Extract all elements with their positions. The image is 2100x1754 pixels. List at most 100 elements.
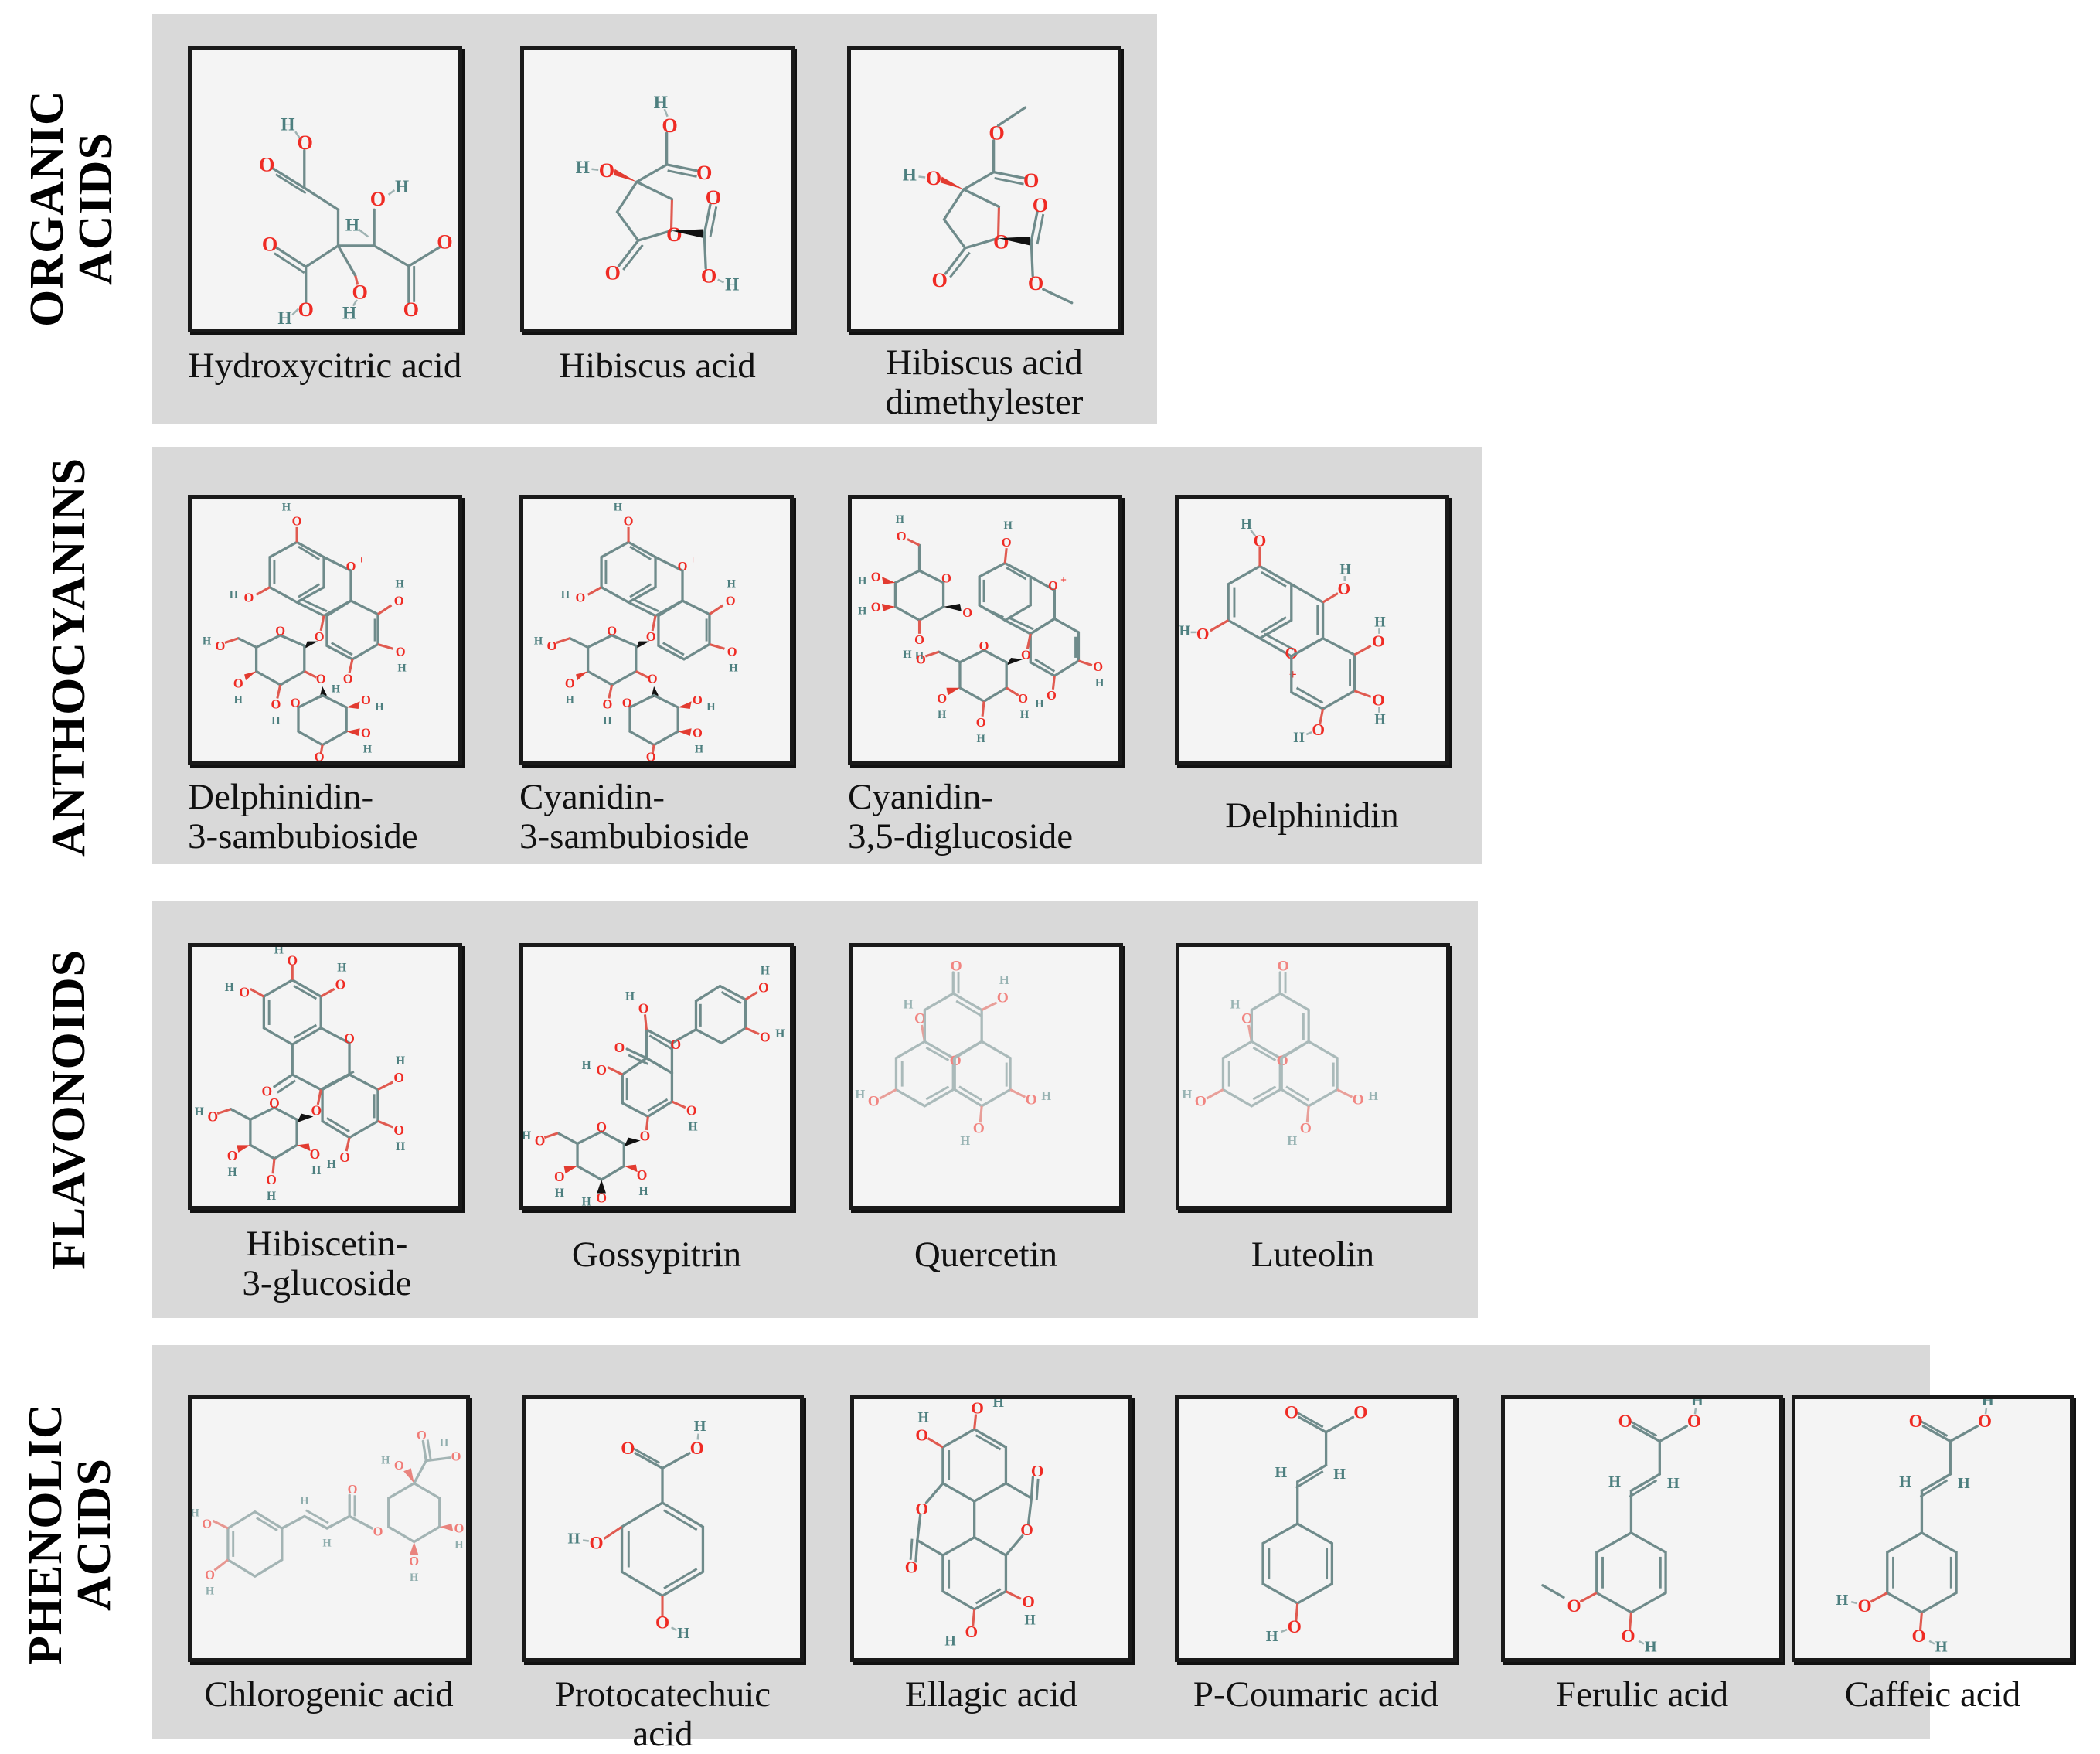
- structure-box-p-coumaric-acid: O O H H H O H: [1175, 1395, 1457, 1662]
- structure-box-gossypitrin: O H O H O O H O O H: [519, 943, 794, 1210]
- svg-text:H: H: [1293, 730, 1305, 745]
- svg-text:O: O: [1618, 1412, 1632, 1432]
- molecule-ellagic-acid: O H O H O H O H O O: [905, 1399, 1044, 1649]
- compound-caption-protocatechuic-acid: Protocatechuic acid: [554, 1674, 771, 1754]
- svg-text:O: O: [701, 264, 716, 287]
- svg-text:H: H: [1230, 996, 1241, 1011]
- svg-text:H: H: [300, 1495, 309, 1507]
- svg-text:O: O: [973, 1120, 985, 1136]
- svg-text:H: H: [582, 1196, 591, 1206]
- svg-text:H: H: [396, 1140, 405, 1153]
- svg-text:O: O: [1026, 1092, 1037, 1109]
- svg-text:O: O: [547, 639, 557, 653]
- svg-text:H: H: [375, 701, 384, 714]
- svg-text:H: H: [234, 693, 243, 706]
- svg-text:H: H: [858, 575, 867, 588]
- svg-text:+: +: [690, 554, 696, 566]
- svg-text:O: O: [261, 1083, 272, 1098]
- svg-text:O: O: [706, 186, 721, 209]
- svg-text:H: H: [1266, 1628, 1278, 1645]
- svg-text:O: O: [292, 514, 302, 529]
- svg-text:O: O: [310, 1146, 321, 1162]
- compound-caption-hibiscetin-3-glucoside: Hibiscetin- 3-glucoside: [242, 1224, 412, 1303]
- svg-text:O: O: [1353, 1402, 1367, 1422]
- svg-text:O: O: [565, 676, 575, 690]
- structure-box-delphinidin-3-sambubioside: O H O H O + O H: [188, 495, 462, 765]
- svg-text:O: O: [1047, 688, 1057, 703]
- svg-text:O: O: [575, 591, 585, 605]
- svg-text:H: H: [576, 158, 590, 178]
- svg-text:H: H: [1899, 1473, 1911, 1490]
- molecule-quercetin: O H O H O O H O: [855, 959, 1051, 1148]
- svg-text:O: O: [205, 1568, 215, 1582]
- compound-caption-p-coumaric-acid: P-Coumaric acid: [1193, 1674, 1439, 1715]
- svg-text:H: H: [225, 981, 234, 994]
- svg-text:O: O: [344, 1030, 355, 1046]
- svg-text:H: H: [566, 693, 575, 706]
- svg-text:H: H: [896, 513, 905, 526]
- svg-text:O: O: [951, 959, 962, 975]
- svg-text:H: H: [1041, 1088, 1051, 1103]
- svg-text:H: H: [775, 1027, 785, 1040]
- svg-text:O: O: [1093, 659, 1103, 674]
- svg-text:O: O: [393, 1122, 404, 1138]
- svg-text:H: H: [694, 1418, 706, 1435]
- svg-text:H: H: [523, 1129, 531, 1143]
- svg-text:H: H: [654, 93, 668, 113]
- molecule-caffeic-acid: O O H H H O H O H: [1836, 1399, 1994, 1655]
- svg-text:O: O: [361, 693, 371, 707]
- svg-text:H: H: [1357, 1399, 1370, 1400]
- svg-text:H: H: [271, 715, 281, 727]
- svg-text:O: O: [409, 1554, 419, 1568]
- molecule-hibiscus-acid: O O O H O H O O O H: [576, 93, 740, 295]
- svg-text:O: O: [266, 1172, 277, 1187]
- svg-text:H: H: [761, 965, 770, 978]
- compound-caption-luteolin: Luteolin: [1251, 1235, 1375, 1275]
- svg-text:H: H: [228, 1166, 237, 1179]
- svg-text:H: H: [1374, 712, 1386, 727]
- svg-text:O: O: [993, 231, 1009, 254]
- svg-text:H: H: [858, 605, 867, 618]
- structure-box-ellagic-acid: O H O H O H O H O O: [850, 1395, 1132, 1662]
- svg-text:O: O: [1353, 1092, 1364, 1109]
- molecule-hibiscetin-3-glucoside: O H O H O H O O O H: [195, 947, 405, 1203]
- svg-text:O: O: [678, 559, 688, 574]
- svg-text:O: O: [914, 1011, 926, 1027]
- svg-text:O: O: [1195, 1094, 1207, 1110]
- svg-text:H: H: [1645, 1638, 1657, 1655]
- svg-text:O: O: [622, 696, 632, 710]
- svg-text:H: H: [396, 1054, 405, 1068]
- svg-text:O: O: [437, 231, 452, 254]
- compound-caption-ferulic-acid: Ferulic acid: [1555, 1674, 1729, 1715]
- svg-text:H: H: [1179, 623, 1191, 639]
- svg-text:H: H: [568, 1531, 580, 1548]
- svg-text:H: H: [582, 1059, 591, 1072]
- svg-text:O: O: [604, 261, 620, 284]
- svg-text:O: O: [916, 652, 926, 666]
- svg-text:H: H: [281, 114, 294, 135]
- svg-text:H: H: [725, 274, 739, 295]
- molecule-delphinidin-3-sambubioside: O H O H O + O H: [203, 502, 407, 761]
- molecule-cyanidin-3-sambubioside: O H O H O + O H O H O: [534, 502, 739, 761]
- svg-text:O: O: [1621, 1626, 1635, 1647]
- structure-box-cyanidin-3-5-diglucoside: O O H O H O H O H O O H: [848, 495, 1122, 765]
- svg-text:H: H: [1667, 1475, 1680, 1492]
- svg-text:O: O: [1278, 959, 1289, 975]
- row-label-anthocyanins: ANTHOCYANINS: [43, 457, 95, 857]
- svg-text:H: H: [534, 635, 543, 648]
- molecule-luteolin: O H O H O O O H: [1182, 959, 1378, 1148]
- svg-text:O: O: [208, 1109, 219, 1124]
- svg-text:H: H: [689, 1121, 698, 1134]
- svg-text:O: O: [662, 114, 677, 137]
- svg-text:O: O: [1028, 272, 1043, 295]
- svg-text:H: H: [282, 502, 291, 514]
- svg-text:O: O: [1254, 531, 1267, 550]
- svg-text:O: O: [298, 131, 313, 154]
- svg-text:O: O: [596, 1062, 607, 1078]
- svg-text:H: H: [1958, 1475, 1970, 1492]
- svg-text:H: H: [1340, 561, 1352, 577]
- svg-text:O: O: [937, 691, 947, 706]
- svg-text:O: O: [393, 1070, 404, 1085]
- svg-text:O: O: [931, 269, 947, 291]
- svg-text:O: O: [646, 750, 656, 761]
